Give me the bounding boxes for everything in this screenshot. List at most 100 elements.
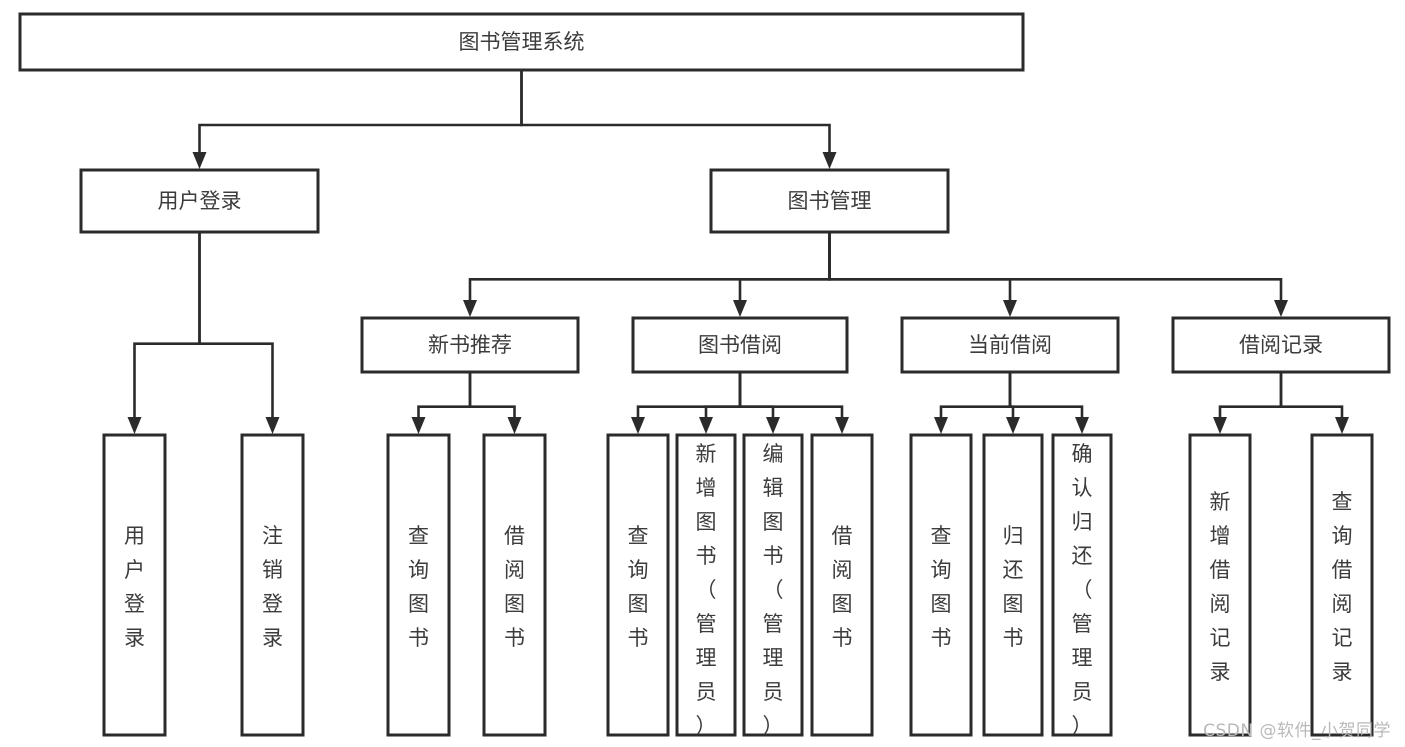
- connector-line: [468, 372, 516, 419]
- node-box-user-login-do[interactable]: [102, 433, 167, 737]
- connector-line: [828, 232, 1012, 302]
- node-label-cb-return-book: 归还图书: [1003, 524, 1024, 650]
- arrow-head-icon: [631, 417, 645, 434]
- node-label-user-logout: 注销登录: [262, 524, 283, 650]
- node-borrow-record[interactable]: 借阅记录: [1171, 316, 1391, 374]
- arrow-head-icon: [1075, 417, 1089, 434]
- node-user-login[interactable]: 用户登录: [79, 168, 320, 234]
- node-user-logout[interactable]: 注销登录: [240, 433, 305, 737]
- node-box-cb-return-book[interactable]: [982, 433, 1044, 737]
- node-bb-add-book[interactable]: 新增图书（管理员）: [675, 433, 737, 738]
- connector-line: [468, 232, 831, 302]
- arrow-head-icon: [822, 152, 837, 169]
- node-book-borrow[interactable]: 图书借阅: [631, 316, 849, 374]
- node-cb-confirm-return[interactable]: 确认归还（管理员）: [1051, 433, 1113, 738]
- arrow-head-icon: [1006, 417, 1020, 434]
- node-bb-borrow-book[interactable]: 借阅图书: [810, 433, 874, 737]
- connector-line: [738, 372, 775, 419]
- arrow-head-icon: [463, 300, 477, 317]
- node-box-nbr-borrow-book[interactable]: [482, 433, 547, 737]
- node-label-nbr-borrow-book: 借阅图书: [504, 524, 525, 650]
- node-bb-edit-book[interactable]: 编辑图书（管理员）: [742, 433, 804, 738]
- node-label-cb-confirm-return: 确认归还（管理员）: [1072, 442, 1093, 738]
- node-label-book-borrow: 图书借阅: [698, 333, 782, 357]
- arrow-head-icon: [127, 417, 142, 434]
- node-root[interactable]: 图书管理系统: [18, 12, 1025, 72]
- node-br-search-record[interactable]: 查询借阅记录: [1310, 433, 1374, 737]
- arrow-head-icon: [835, 417, 849, 434]
- node-bb-search-book[interactable]: 查询图书: [606, 433, 670, 737]
- node-box-borrow-record[interactable]: [1171, 316, 1391, 374]
- node-cb-return-book[interactable]: 归还图书: [982, 433, 1044, 737]
- arrow-head-icon: [1003, 300, 1017, 317]
- node-label-new-book-rec: 新书推荐: [428, 333, 512, 357]
- node-label-current-borrow: 当前借阅: [968, 333, 1052, 357]
- node-box-cb-confirm-return[interactable]: [1051, 433, 1113, 737]
- node-box-br-add-record[interactable]: [1188, 433, 1252, 737]
- connector-line: [1008, 372, 1084, 419]
- node-current-borrow[interactable]: 当前借阅: [900, 316, 1120, 374]
- node-label-bb-add-book: 新增图书（管理员）: [696, 442, 717, 738]
- arrow-head-icon: [192, 152, 207, 169]
- connector-line: [939, 372, 1012, 419]
- node-layer: 图书管理系统用户登录用户登录注销登录图书管理新书推荐查询图书借阅图书图书借阅查询…: [18, 12, 1391, 738]
- node-box-user-login[interactable]: [79, 168, 320, 234]
- node-label-borrow-record: 借阅记录: [1239, 333, 1323, 357]
- arrow-head-icon: [507, 417, 522, 434]
- connector-line: [828, 232, 1283, 302]
- connector-line: [133, 232, 201, 419]
- arrow-head-icon: [1274, 300, 1288, 317]
- node-box-bb-borrow-book[interactable]: [810, 433, 874, 737]
- node-nbr-borrow-book[interactable]: 借阅图书: [482, 433, 547, 737]
- node-box-current-borrow[interactable]: [900, 316, 1120, 374]
- node-label-nbr-search-book: 查询图书: [408, 524, 429, 650]
- arrow-head-icon: [733, 300, 747, 317]
- connector-line: [417, 372, 472, 419]
- node-box-br-search-record[interactable]: [1310, 433, 1374, 737]
- node-label-user-login-do: 用户登录: [124, 524, 145, 650]
- node-box-user-logout[interactable]: [240, 433, 305, 737]
- connector-line: [520, 70, 831, 154]
- node-box-book-borrow[interactable]: [631, 316, 849, 374]
- node-label-bb-edit-book: 编辑图书（管理员）: [763, 442, 784, 738]
- connector-line: [704, 372, 742, 419]
- node-label-bb-search-book: 查询图书: [628, 524, 649, 650]
- connector-line: [198, 70, 523, 154]
- node-box-bb-edit-book[interactable]: [742, 433, 804, 737]
- node-br-add-record[interactable]: 新增借阅记录: [1188, 433, 1252, 737]
- connector-line: [1218, 372, 1283, 419]
- node-box-bb-add-book[interactable]: [675, 433, 737, 737]
- connector-line: [636, 372, 742, 419]
- arrow-head-icon: [1213, 417, 1227, 434]
- node-nbr-search-book[interactable]: 查询图书: [386, 433, 451, 737]
- node-label-br-add-record: 新增借阅记录: [1210, 490, 1231, 684]
- node-box-nbr-search-book[interactable]: [386, 433, 451, 737]
- connector-layer: [127, 70, 1349, 434]
- connector-line: [1279, 372, 1344, 419]
- node-box-bb-search-book[interactable]: [606, 433, 670, 737]
- arrow-head-icon: [934, 417, 948, 434]
- node-box-new-book-rec[interactable]: [360, 316, 580, 374]
- node-user-login-do[interactable]: 用户登录: [102, 433, 167, 737]
- node-label-br-search-record: 查询借阅记录: [1332, 490, 1353, 684]
- node-box-root[interactable]: [18, 12, 1025, 72]
- arrow-head-icon: [699, 417, 713, 434]
- node-label-bb-borrow-book: 借阅图书: [832, 524, 853, 650]
- node-new-book-rec[interactable]: 新书推荐: [360, 316, 580, 374]
- arrow-head-icon: [766, 417, 780, 434]
- arrow-head-icon: [265, 417, 280, 434]
- node-box-book-admin[interactable]: [709, 168, 950, 234]
- connector-line: [738, 372, 844, 419]
- connector-line: [738, 232, 831, 302]
- node-box-cb-search-book[interactable]: [909, 433, 973, 737]
- arrow-head-icon: [1335, 417, 1349, 434]
- node-label-user-login: 用户登录: [158, 189, 242, 213]
- connector-line: [198, 232, 274, 419]
- arrow-head-icon: [411, 417, 426, 434]
- node-label-book-admin: 图书管理: [788, 189, 872, 213]
- node-book-admin[interactable]: 图书管理: [709, 168, 950, 234]
- node-cb-search-book[interactable]: 查询图书: [909, 433, 973, 737]
- node-label-cb-search-book: 查询图书: [931, 524, 952, 650]
